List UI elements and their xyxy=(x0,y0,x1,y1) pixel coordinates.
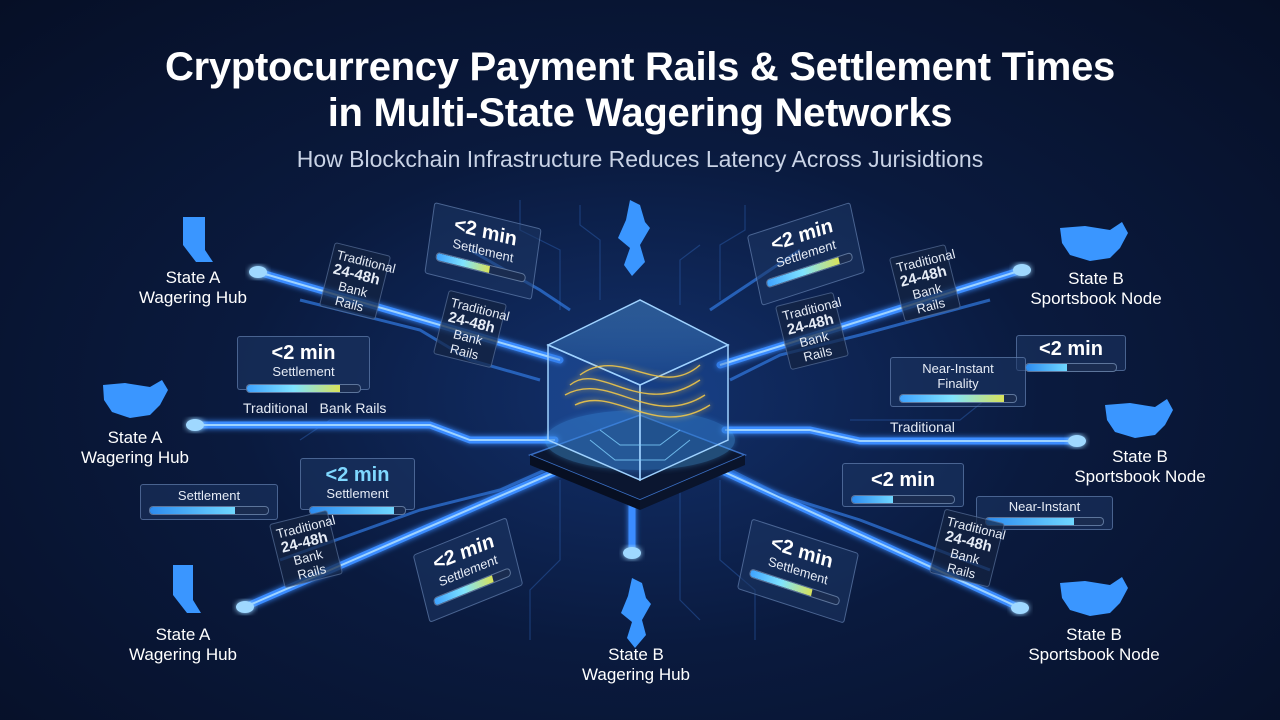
settlement-label: Settlement xyxy=(326,486,389,501)
node-name: State A xyxy=(107,428,163,447)
blockchain-cube xyxy=(527,299,747,510)
settlement-panel: <2 min Settlement xyxy=(300,458,415,515)
settlement-panel: <2 min Settlement xyxy=(237,336,370,393)
tag-bank-rails: Bank Rails xyxy=(910,280,947,317)
settlement-bar xyxy=(851,495,955,504)
node-dot xyxy=(1013,264,1031,276)
tag-bank-rails: Bank Rails xyxy=(333,278,370,315)
node-role: Sportsbook Node xyxy=(1074,467,1206,486)
usa-map-icon xyxy=(1105,399,1173,438)
finality-bar xyxy=(899,394,1017,403)
endpoint-nodes xyxy=(186,264,1086,614)
label-state-a-mid: State A Wagering Hub xyxy=(45,428,225,468)
node-dot xyxy=(186,419,204,431)
node-name: State B xyxy=(608,645,664,664)
node-role: Wagering Hub xyxy=(581,665,691,684)
settlement-bar xyxy=(1025,363,1117,372)
node-name: State B xyxy=(1066,625,1122,644)
title-line-1: Cryptocurrency Payment Rails & Settlemen… xyxy=(165,45,1115,89)
label-state-b-top: State B Sportsbook Node xyxy=(1006,269,1186,309)
nevada-map-icon xyxy=(173,565,201,613)
node-name: State B xyxy=(1068,269,1124,288)
node-dot xyxy=(1068,435,1086,447)
node-role: Wagering Hub xyxy=(128,645,238,664)
node-dot xyxy=(236,601,254,613)
label-state-b-hub: State B Wagering Hub xyxy=(546,645,726,685)
finality-panel: Near-Instant Finality xyxy=(890,357,1026,407)
node-name: State A xyxy=(165,268,221,287)
tag-bank-rails: Bank Rails xyxy=(797,328,834,365)
label-state-b-mid: State B Sportsbook Node xyxy=(1050,447,1230,487)
node-role: Sportsbook Node xyxy=(1028,645,1160,664)
node-dot xyxy=(1011,602,1029,614)
tag-bank-rails: Bank Rails xyxy=(291,546,328,583)
node-name: State B xyxy=(1112,447,1168,466)
tag-bank-rails: Bank Rails xyxy=(448,326,485,363)
node-dot xyxy=(249,266,267,278)
settlement-label: Settlement xyxy=(272,364,335,379)
settlement-bar xyxy=(246,384,361,393)
state-maps xyxy=(103,200,1173,648)
node-dot xyxy=(623,547,641,559)
settlement-bar xyxy=(309,506,406,515)
settlement-time: <2 min xyxy=(325,464,390,486)
usa-map-icon xyxy=(1060,222,1128,261)
circuit-traces xyxy=(299,200,986,640)
label-state-a-bottom: State A Wagering Hub xyxy=(93,625,273,665)
node-role: Wagering Hub xyxy=(138,288,248,307)
settlement-time: <2 min xyxy=(1039,338,1103,360)
finality-label: Near-Instant xyxy=(922,361,994,376)
label-state-a-top: State A Wagering Hub xyxy=(103,268,283,308)
label-state-b-bottom: State B Sportsbook Node xyxy=(1004,625,1184,665)
settlement-time: <2 min xyxy=(871,469,935,491)
traditional-label: Traditional xyxy=(890,419,955,435)
finality-label: Near-Instant xyxy=(1008,499,1081,514)
node-role: Wagering Hub xyxy=(80,448,190,467)
tag-bank-rails: Bank Rails xyxy=(945,545,982,582)
settlement-panel: Settlement xyxy=(140,484,278,520)
node-name: State A xyxy=(155,625,211,644)
traditional-bank-rails-label: Traditional Bank Rails xyxy=(243,400,387,416)
settlement-bar xyxy=(149,506,269,515)
usa-map-icon xyxy=(1060,577,1128,616)
settlement-time: <2 min xyxy=(271,342,336,364)
usa-map-icon xyxy=(103,380,168,418)
new-jersey-map-icon xyxy=(618,200,650,276)
title-line-2: in Multi-State Wagering Networks xyxy=(327,91,953,135)
new-jersey-map-icon xyxy=(621,578,651,648)
subtitle: How Blockchain Infrastructure Reduces La… xyxy=(296,146,984,172)
rail-state-a-mid xyxy=(191,421,559,444)
nevada-map-icon xyxy=(183,217,213,262)
settlement-panel: <2 min xyxy=(1016,335,1126,372)
settlement-label: Settlement xyxy=(177,488,241,503)
settlement-panel: <2 min xyxy=(842,463,964,507)
node-role: Sportsbook Node xyxy=(1030,289,1162,308)
finality-label-2: Finality xyxy=(937,376,979,391)
